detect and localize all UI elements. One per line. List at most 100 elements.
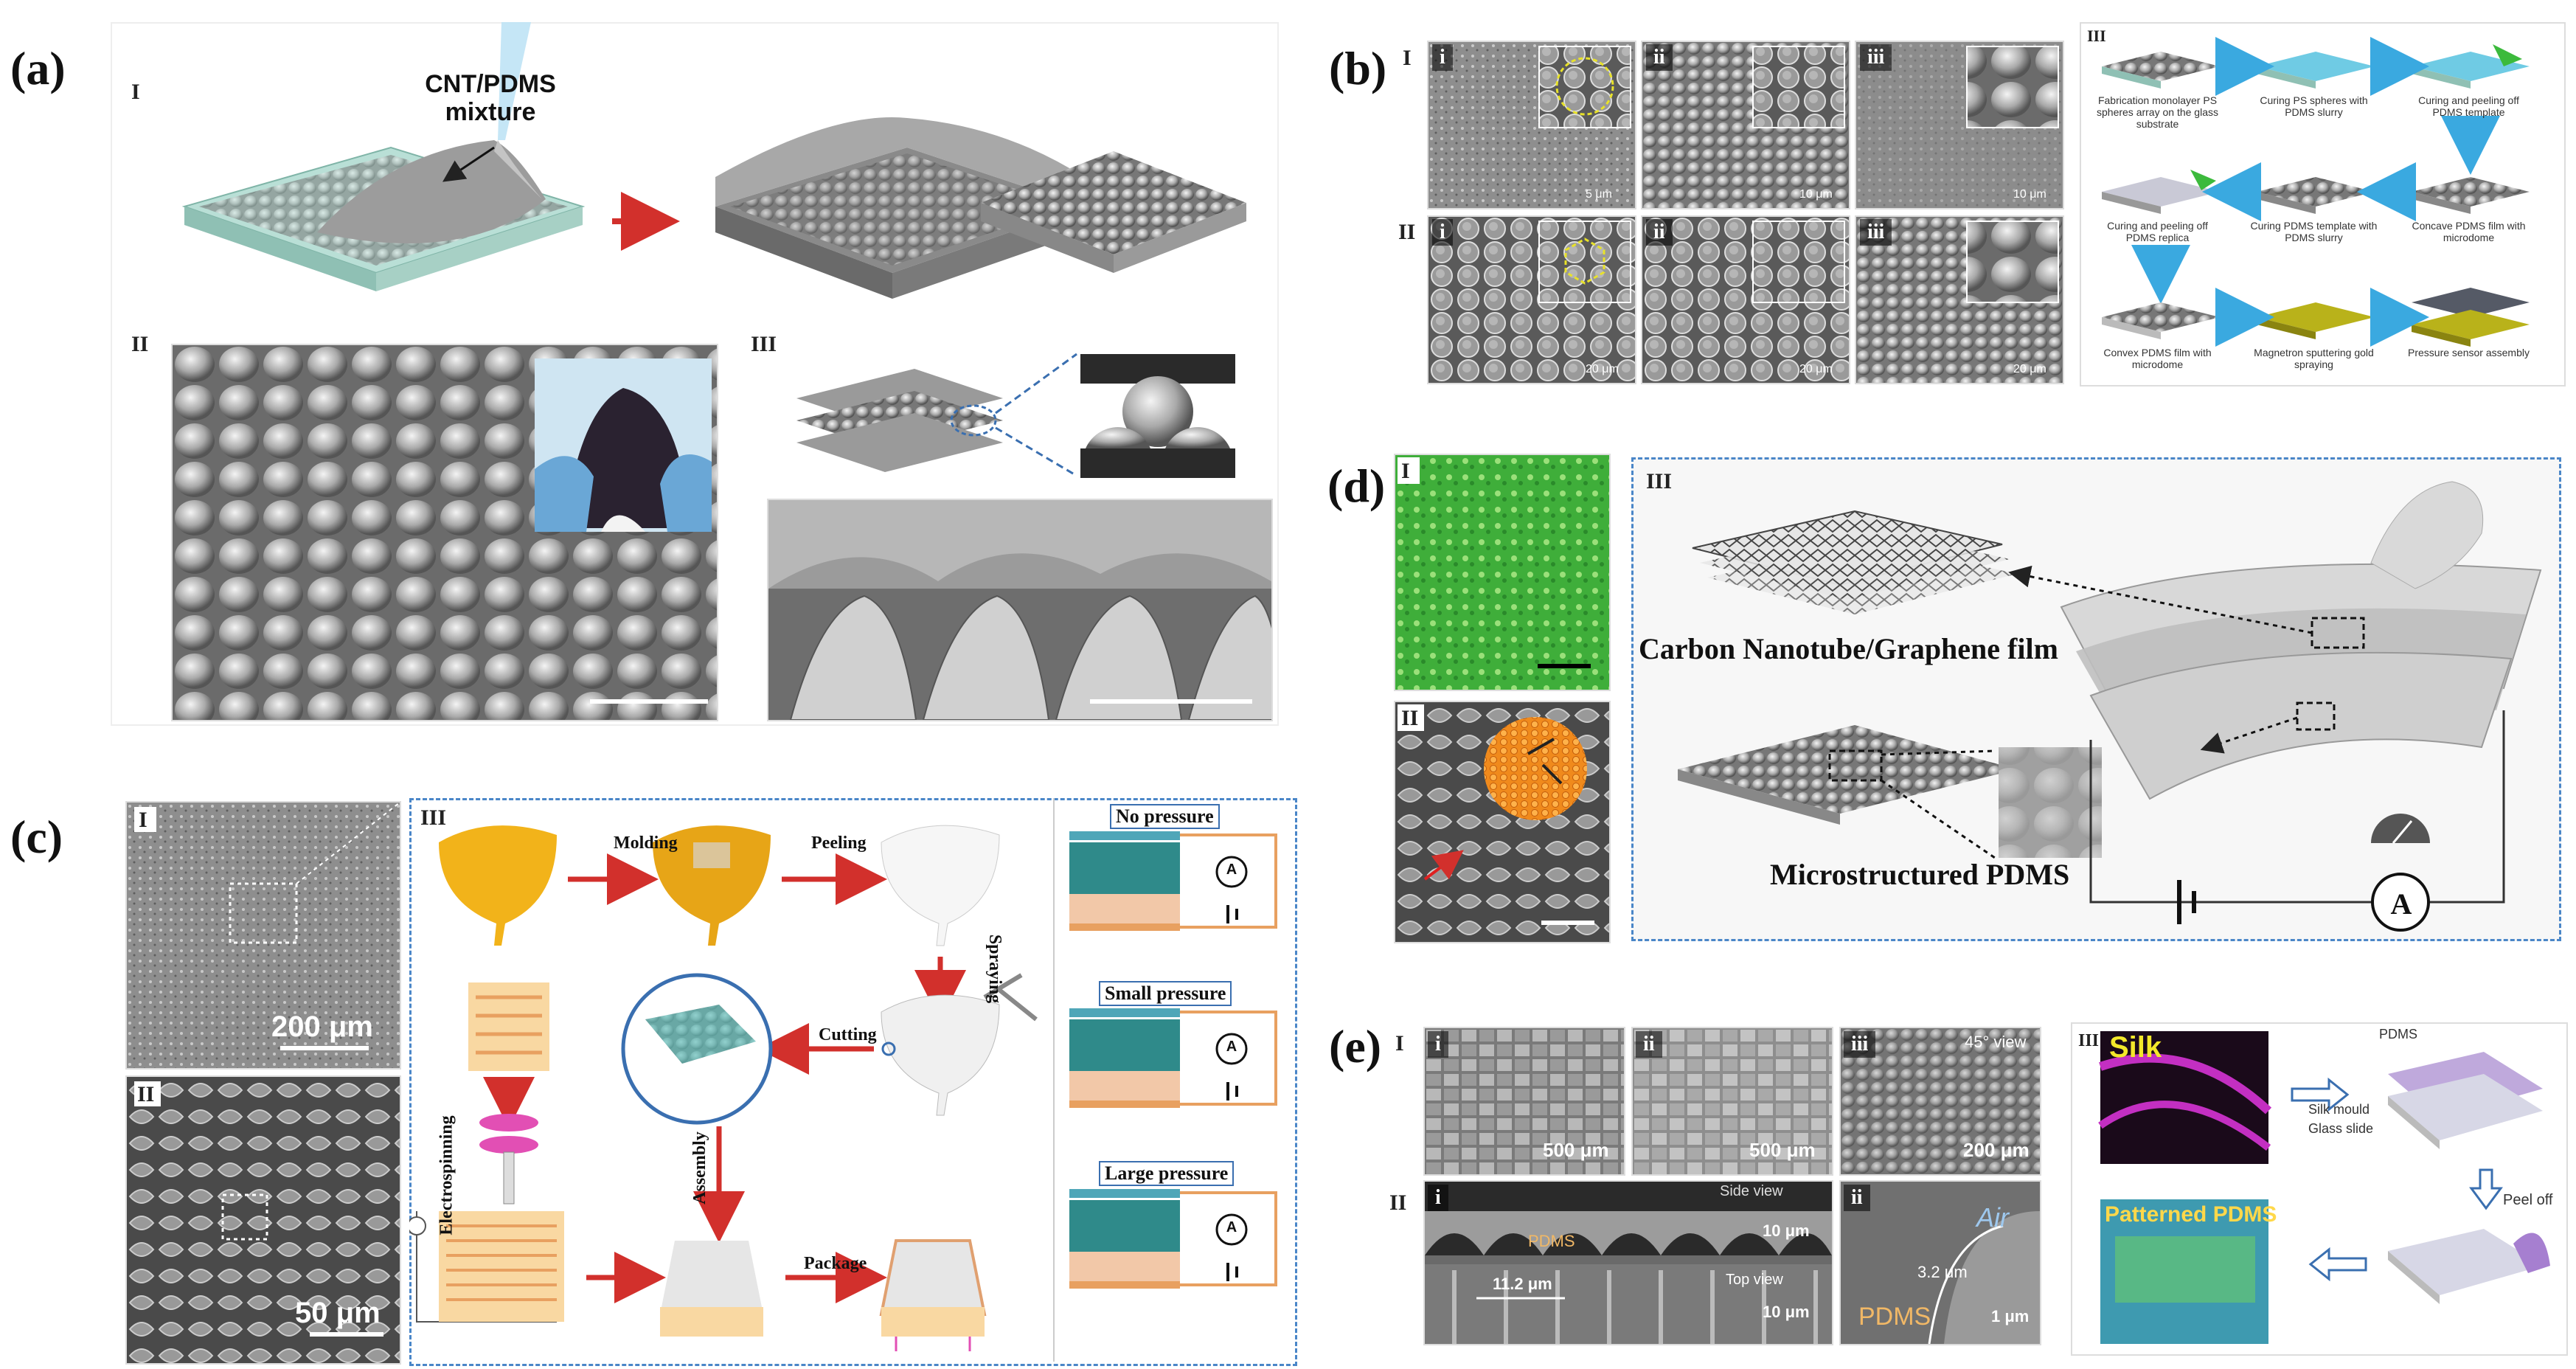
b-scale-5: 20 μm — [1799, 363, 1833, 375]
e-peel-off-label: Peel off — [2503, 1192, 2553, 1208]
d-I-scale-bar — [1538, 664, 1591, 668]
c-molding-label: Molding — [614, 833, 678, 853]
d-II-sem-image — [1394, 701, 1611, 943]
b-III-flow-frame — [2080, 22, 2566, 387]
panel-a-frame — [111, 22, 1279, 726]
b-step-8: Magnetron sputtering gold spraying — [2254, 347, 2374, 370]
panel-label-d: (d) — [1327, 460, 1386, 512]
d-III-device-schematic — [1678, 481, 2542, 932]
c-no-pressure-label: No pressure — [1110, 804, 1220, 829]
e-I-sub-i: i — [1428, 1031, 1448, 1058]
c-roman-II: II — [137, 1082, 155, 1106]
e-roman-III: III — [2078, 1031, 2100, 1050]
a-III-scale-bar — [1090, 699, 1252, 704]
e-side-view: Side view — [1720, 1183, 1783, 1199]
b-step-4: Curing and peeling off PDMS replica — [2107, 220, 2208, 243]
e-II-ii-sem — [1839, 1180, 2041, 1345]
c-ammeter-1: A — [1226, 862, 1237, 878]
e-II-sub-i: i — [1428, 1185, 1448, 1211]
b-II-sub-i: i — [1432, 219, 1453, 246]
e-pdms-tip: PDMS — [1858, 1303, 1931, 1331]
b-I-sub-i: i — [1432, 44, 1453, 71]
d-ammeter-label: A — [2390, 887, 2412, 921]
c-III-frame — [409, 798, 1297, 1366]
b-step-1: Fabrication monolayer PS spheres array o… — [2097, 94, 2218, 130]
c-II-scale-text: 50 μm — [295, 1297, 381, 1329]
c-I-sem-image — [125, 801, 401, 1070]
panel-label-c: (c) — [10, 811, 63, 863]
e-silk-label: Silk — [2109, 1031, 2162, 1064]
e-patterned-label: Patterned PDMS — [2105, 1202, 2277, 1227]
e-width-label: 11.2 μm — [1493, 1275, 1552, 1293]
c-spraying-label: Spraying — [985, 934, 1005, 1004]
c-I-scale-text: 200 μm — [271, 1011, 373, 1043]
a-II-inset-photo — [535, 358, 712, 532]
c-III-process-diagram — [409, 825, 1277, 1351]
b-I-sub-iii: iii — [1860, 44, 1892, 71]
b-I-sub-ii: ii — [1646, 44, 1673, 71]
c-ammeter-3: A — [1226, 1219, 1237, 1235]
b-step-3: Curing and peeling off PDMS template — [2418, 94, 2519, 118]
b-step-6: Concave PDMS film with microdome — [2412, 220, 2526, 243]
e-45-view: 45° view — [1965, 1033, 2027, 1051]
c-small-pressure-label: Small pressure — [1099, 981, 1232, 1006]
b-step-7: Convex PDMS film with microdome — [2103, 347, 2212, 370]
a-roman-III: III — [751, 332, 777, 356]
e-III-process-diagram — [2098, 1031, 2550, 1344]
d-II-scale-bar — [1541, 921, 1594, 925]
panel-label-b: (b) — [1329, 42, 1387, 94]
e-scale-200: 200 μm — [1963, 1139, 2030, 1161]
b-step-9: Pressure sensor assembly — [2408, 347, 2530, 358]
a-mixture-label: CNT/PDMS mixture — [425, 70, 556, 126]
d-roman-I: I — [1401, 459, 1410, 483]
b-I-i-sem — [1427, 41, 1636, 209]
d-film-label: Carbon Nanotube/Graphene film — [1639, 632, 2058, 665]
c-II-scale-bar — [310, 1332, 383, 1337]
panel-label-e: (e) — [1329, 1020, 1382, 1072]
c-assembly-label: Assembly — [690, 1131, 709, 1205]
c-roman-III: III — [420, 805, 447, 830]
a-roman-I: I — [131, 80, 140, 104]
e-scale-10b: 10 μm — [1763, 1303, 1810, 1321]
b-roman-III: III — [2087, 27, 2106, 45]
a-fabrication-schematic — [181, 22, 1181, 299]
b-scale-1: 5 μm — [1586, 188, 1612, 201]
c-ammeter-2: A — [1226, 1039, 1237, 1055]
b-II-i-sem — [1427, 215, 1636, 384]
e-top-view: Top view — [1726, 1272, 1783, 1288]
b-II-iii-sem — [1855, 215, 2064, 384]
d-I-fluorescence-image — [1394, 454, 1611, 691]
b-roman-I: I — [1403, 46, 1412, 70]
e-roman-II: II — [1389, 1190, 1407, 1215]
c-roman-I: I — [139, 808, 147, 832]
e-I-ii-sem — [1631, 1027, 1833, 1176]
b-II-sub-ii: ii — [1646, 219, 1673, 246]
e-scale-10a: 10 μm — [1763, 1221, 1810, 1240]
e-III-frame — [2071, 1022, 2568, 1356]
a-final-film — [981, 151, 1246, 273]
c-pressure-states — [1069, 831, 1277, 1289]
c-large-pressure-label: Large pressure — [1099, 1161, 1235, 1186]
e-scale-500b: 500 μm — [1749, 1139, 1816, 1161]
a-III-sandwich-schematic — [796, 353, 1235, 478]
a-III-sem-image — [767, 499, 1273, 721]
c-I-scale-bar — [280, 1046, 369, 1050]
b-scale-6: 20 μm — [2013, 363, 2046, 375]
b-III-flow-diagram — [2102, 37, 2530, 347]
panel-label-a: (a) — [10, 42, 66, 94]
c-II-sem-image — [125, 1075, 401, 1365]
e-pdms-side: PDMS — [1528, 1232, 1575, 1250]
e-scale-500a: 500 μm — [1543, 1139, 1609, 1161]
d-roman-II: II — [1401, 706, 1419, 730]
e-scale-1: 1 μm — [1991, 1307, 2030, 1325]
c-peeling-label: Peeling — [811, 833, 867, 853]
b-scale-2: 10 μm — [1799, 188, 1833, 201]
c-cutting-label: Cutting — [819, 1025, 877, 1044]
d-pdms-label: Microstructured PDMS — [1770, 858, 2070, 891]
e-I-i-sem — [1423, 1027, 1625, 1176]
e-I-sub-iii: iii — [1844, 1031, 1876, 1058]
b-II-sub-iii: iii — [1860, 219, 1892, 246]
c-package-label: Package — [804, 1254, 867, 1273]
b-scale-3: 10 μm — [2013, 188, 2046, 201]
e-silk-mould-label: Silk mould — [2308, 1102, 2370, 1117]
